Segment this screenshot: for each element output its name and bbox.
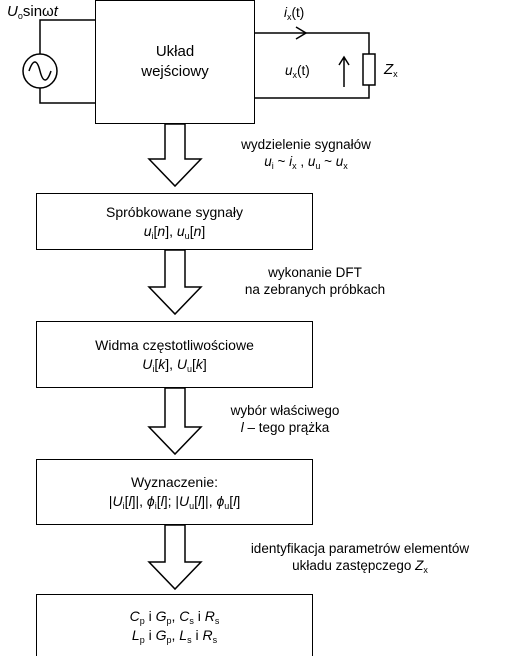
step4-line1: identyfikacja parametrów elementów [250, 541, 470, 556]
step4-line2: układu zastępczego Zx [292, 558, 428, 575]
flow-arrow-2 [147, 249, 203, 316]
determination-box: Wyznaczenie: |Ui[l]|, ϕi[l]; |Uu[l]|, ϕu… [36, 459, 313, 525]
flow-arrow-1 [147, 123, 203, 188]
output-circuit [255, 26, 376, 99]
flow-arrows [147, 123, 203, 591]
sampled-signals-box: Spróbkowane sygnały ui[n], uu[n] [36, 193, 313, 250]
parameters-line1: Cp i Gp, Cs i Rs [129, 607, 220, 626]
step4-label: identyfikacja parametrów elementów układ… [200, 540, 520, 575]
spectra-title: Widma częstotliwościowe [95, 336, 254, 353]
source-circuit [22, 19, 95, 104]
input-block: Układ wejściowy [95, 0, 255, 124]
step1-label: wydzielenie sygnałów ui ~ ix , uu ~ ux [206, 136, 406, 171]
determination-title: Wyznaczenie: [130, 474, 219, 490]
output-wire-top [255, 32, 370, 54]
ac-source-icon [22, 53, 58, 89]
parameters-line2: Lp i Gp, Ls i Rs [131, 626, 218, 645]
source-wire-top [39, 19, 95, 54]
voltage-label: ux(t) [285, 63, 310, 80]
flow-arrow-4 [147, 524, 203, 591]
sampled-signals-title: Spróbkowane sygnały [106, 203, 243, 220]
voltage-arrow-icon [338, 55, 350, 87]
parameters-box: Cp i Gp, Cs i Rs Lp i Gp, Ls i Rs [36, 594, 313, 656]
current-arrow-icon [295, 26, 308, 40]
source-wire-bottom [39, 88, 95, 104]
source-label: Uosinωt [7, 3, 58, 21]
step1-formula: ui ~ ix , uu ~ ux [264, 154, 348, 171]
flow-arrow-3 [147, 387, 203, 456]
determination-formula: |Ui[l]|, ϕi[l]; |Uu[l]|, ϕu[l] [108, 493, 241, 511]
sine-wave-icon [28, 61, 52, 81]
step2-line1: wykonanie DFT [268, 265, 362, 280]
impedance-resistor-icon [362, 53, 376, 86]
spectra-formula: Ui[k], Uu[k] [142, 355, 207, 374]
step2-line2: na zebranych próbkach [244, 282, 386, 297]
step3-label: wybór właściwego l – tego prążka [200, 402, 370, 436]
input-block-line1: Układ [155, 43, 195, 60]
step2-label: wykonanie DFT na zebranych próbkach [200, 264, 430, 298]
impedance-label: Zx [384, 61, 398, 79]
sampled-signals-formula: ui[n], uu[n] [143, 222, 206, 241]
current-label: ix(t) [284, 5, 305, 22]
step3-line2: l – tego prążka [240, 420, 330, 435]
step3-line1: wybór właściwego [230, 403, 340, 418]
step1-title: wydzielenie sygnałów [241, 137, 371, 152]
output-wire-bottom [255, 85, 370, 99]
spectra-box: Widma częstotliwościowe Ui[k], Uu[k] [36, 321, 313, 388]
input-block-line2: wejściowy [141, 63, 209, 80]
